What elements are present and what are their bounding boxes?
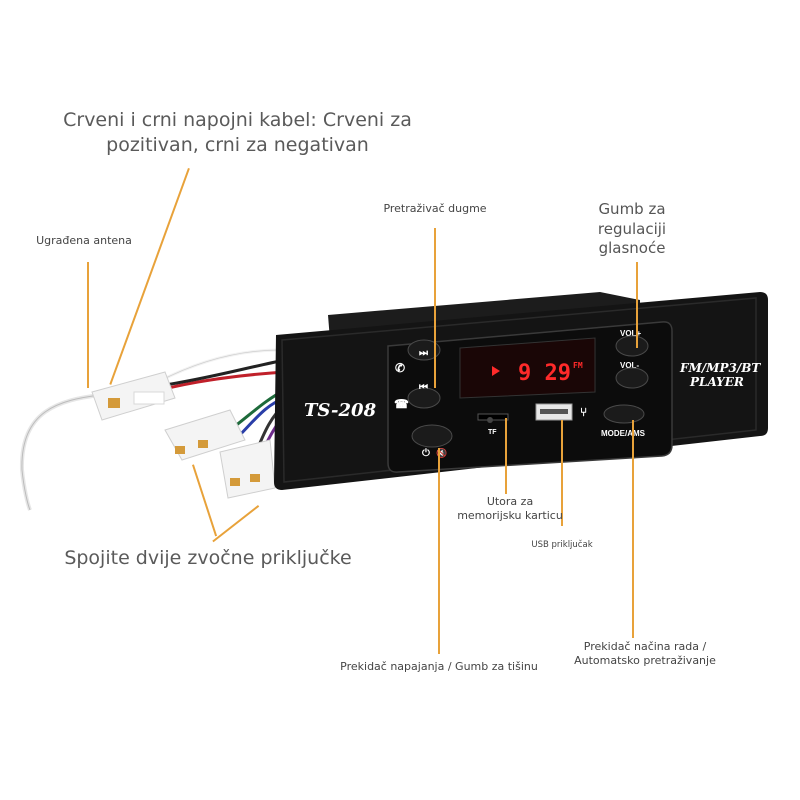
lcd-display: [459, 337, 596, 399]
usb-icon: ⑂: [580, 405, 587, 419]
power-connector: [91, 371, 176, 421]
callout-line-search: [434, 228, 436, 388]
label-memory-line-2: memorijsku karticu: [457, 509, 563, 523]
model-name: TS-208: [304, 400, 377, 421]
phone-hangup-icon: ☎: [394, 397, 409, 411]
label-search-button: Pretraživač dugme: [383, 202, 487, 215]
tf-card-slot[interactable]: [477, 413, 509, 421]
callout-line-usb: [561, 420, 563, 526]
label-power-mute: Prekidač napajanja / Gumb za tišinu: [340, 660, 538, 673]
prev-track-button[interactable]: [407, 387, 441, 409]
mute-icon: 🔇: [436, 447, 447, 458]
speaker-connector-1: [164, 409, 246, 461]
label-power-cable: Crveni i crni napojni kabel: Crveni za p…: [40, 108, 435, 157]
label-volume-line-3: glasnoće: [598, 239, 666, 257]
callout-line-volume: [636, 262, 638, 348]
callout-line-memory: [505, 418, 507, 494]
next-track-button[interactable]: [407, 339, 441, 361]
label-mode-line-1: Prekidač načina rada /: [583, 640, 707, 653]
vol-plus-label: VOL+: [620, 329, 641, 338]
prev-track-icon: ⏮: [419, 382, 428, 393]
mode-ams-label: MODE/AMS: [601, 429, 646, 438]
display-unit: FM: [573, 361, 583, 370]
label-speaker-connectors: Spojite dvije zvočne priključke: [64, 547, 352, 569]
vol-minus-button[interactable]: [615, 367, 649, 389]
callout-line-mode: [632, 420, 634, 638]
label-mode-line-2: Automatsko pretraživanje: [574, 654, 716, 668]
power-mute-button[interactable]: [411, 424, 453, 448]
label-volume-line-2: regulaciji: [597, 219, 667, 238]
brand-line-1: FM/MP3/BT: [679, 361, 761, 375]
tf-label: TF: [488, 429, 497, 436]
vol-plus-button[interactable]: [615, 335, 649, 357]
next-track-icon: ⏭: [419, 348, 428, 359]
label-memory-line-1: Utora za: [486, 495, 534, 508]
label-antenna: Ugrađena antena: [36, 234, 132, 247]
brand-line-2: PLAYER: [689, 375, 744, 389]
play-indicator-icon: [492, 366, 500, 376]
label-volume-button: Gumb za regulaciji glasnoće: [584, 200, 680, 259]
label-memory-slot: Utora za memorijsku karticu: [440, 495, 580, 524]
speaker-connector-2: [219, 439, 276, 499]
label-power-cable-line-2: pozitivan, crni za negativan: [106, 133, 369, 156]
control-panel: [387, 321, 673, 473]
vol-minus-label: VOL-: [620, 361, 639, 370]
label-volume-line-1: Gumb za: [598, 200, 666, 218]
display-digits: 9 29: [518, 361, 571, 386]
label-mode-switch: Prekidač načina rada / Automatsko pretra…: [560, 640, 730, 669]
label-usb-port: USB priključak: [531, 540, 593, 550]
phone-answer-icon: ✆: [395, 361, 405, 375]
power-icon: ⏻: [422, 447, 430, 459]
callout-line-antenna: [87, 262, 89, 388]
label-power-cable-line-1: Crveni i crni napojni kabel: Crveni za: [63, 109, 412, 131]
mode-ams-button[interactable]: [603, 404, 645, 424]
callout-line-power-mute: [438, 448, 440, 654]
antenna-wire: [19, 393, 101, 511]
